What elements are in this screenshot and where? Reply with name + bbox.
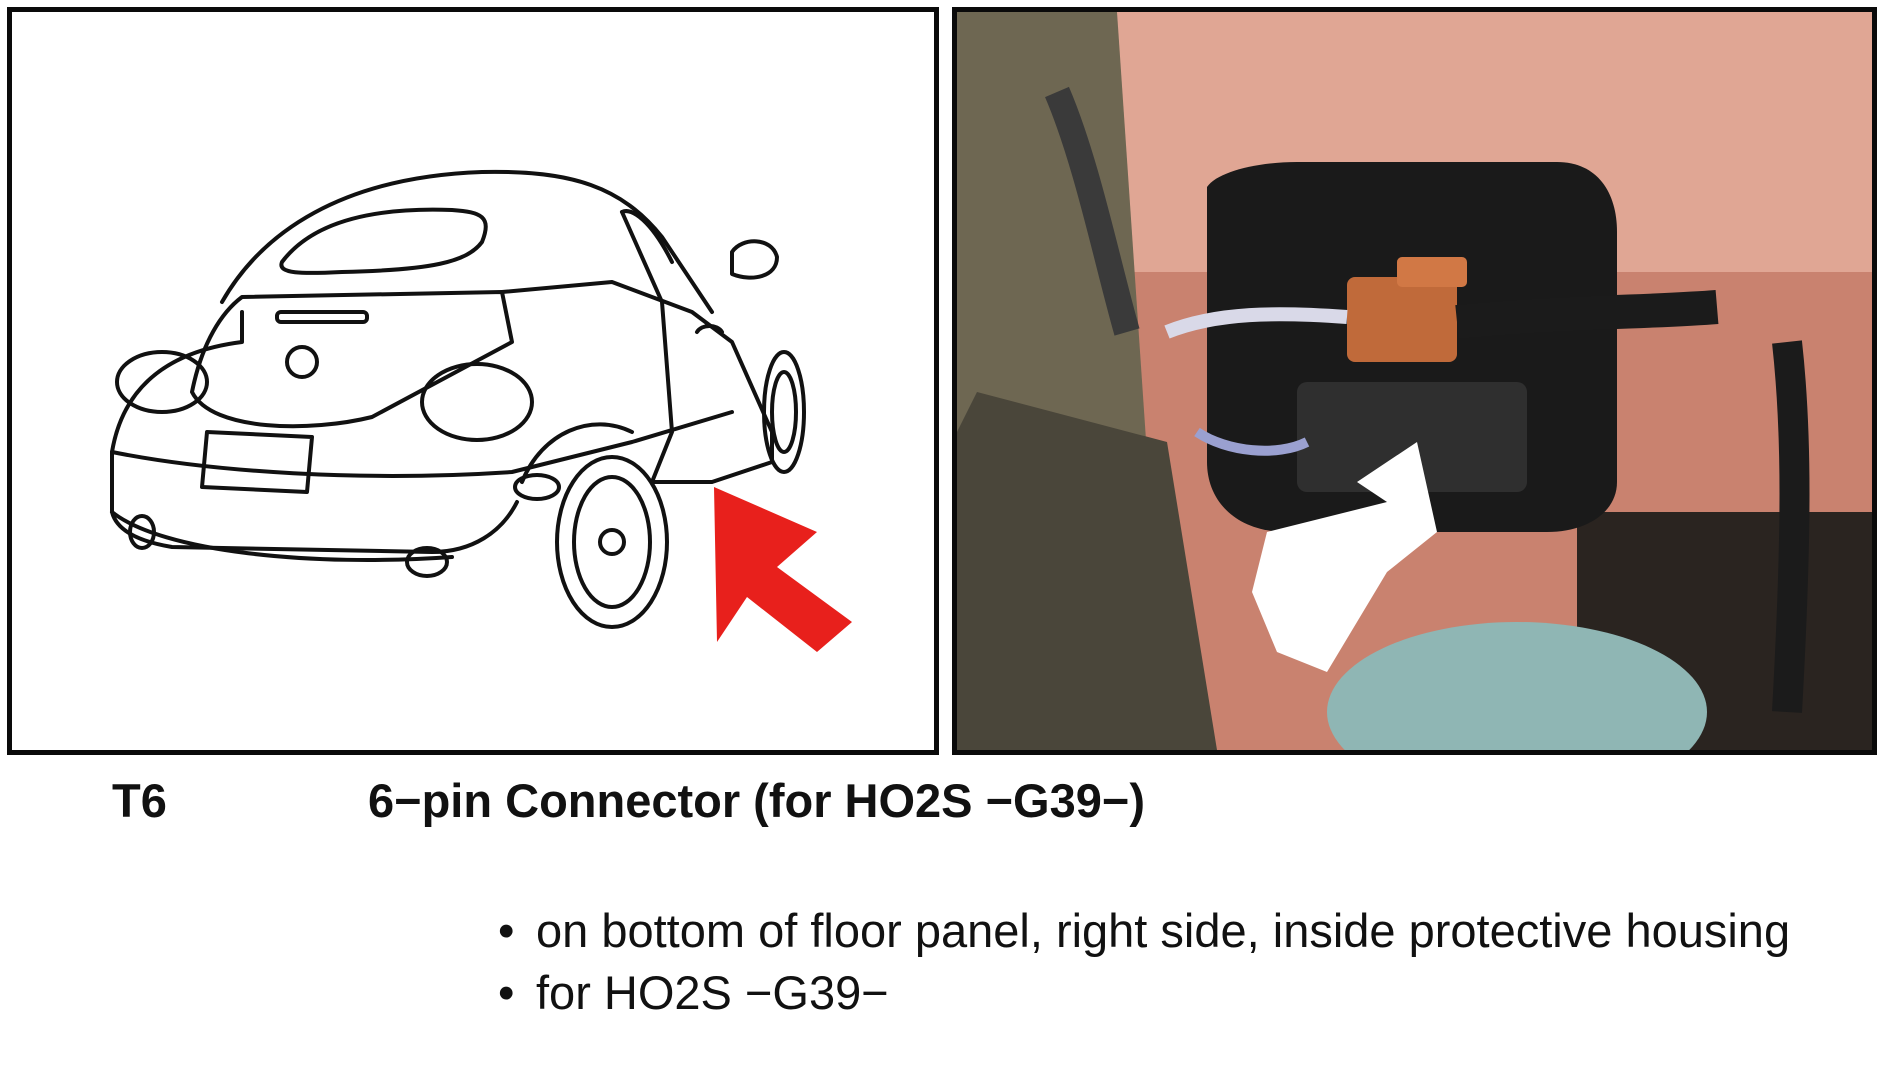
bullet-icon: • bbox=[498, 966, 515, 1019]
connector-location-photo bbox=[952, 7, 1877, 755]
car-location-illustration bbox=[7, 7, 939, 755]
note-text: on bottom of floor panel, right side, in… bbox=[536, 904, 1791, 957]
list-item: • for HO2S −G39− bbox=[492, 962, 1792, 1024]
location-notes-list: • on bottom of floor panel, right side, … bbox=[492, 900, 1792, 1024]
component-code: T6 bbox=[112, 774, 167, 827]
note-text: for HO2S −G39− bbox=[536, 966, 889, 1019]
connector-photo-icon bbox=[957, 12, 1872, 750]
car-drawing-icon bbox=[110, 169, 852, 652]
bullet-icon: • bbox=[498, 904, 515, 957]
component-title: 6−pin Connector (for HO2S −G39−) bbox=[368, 774, 1145, 827]
list-item: • on bottom of floor panel, right side, … bbox=[492, 900, 1792, 962]
